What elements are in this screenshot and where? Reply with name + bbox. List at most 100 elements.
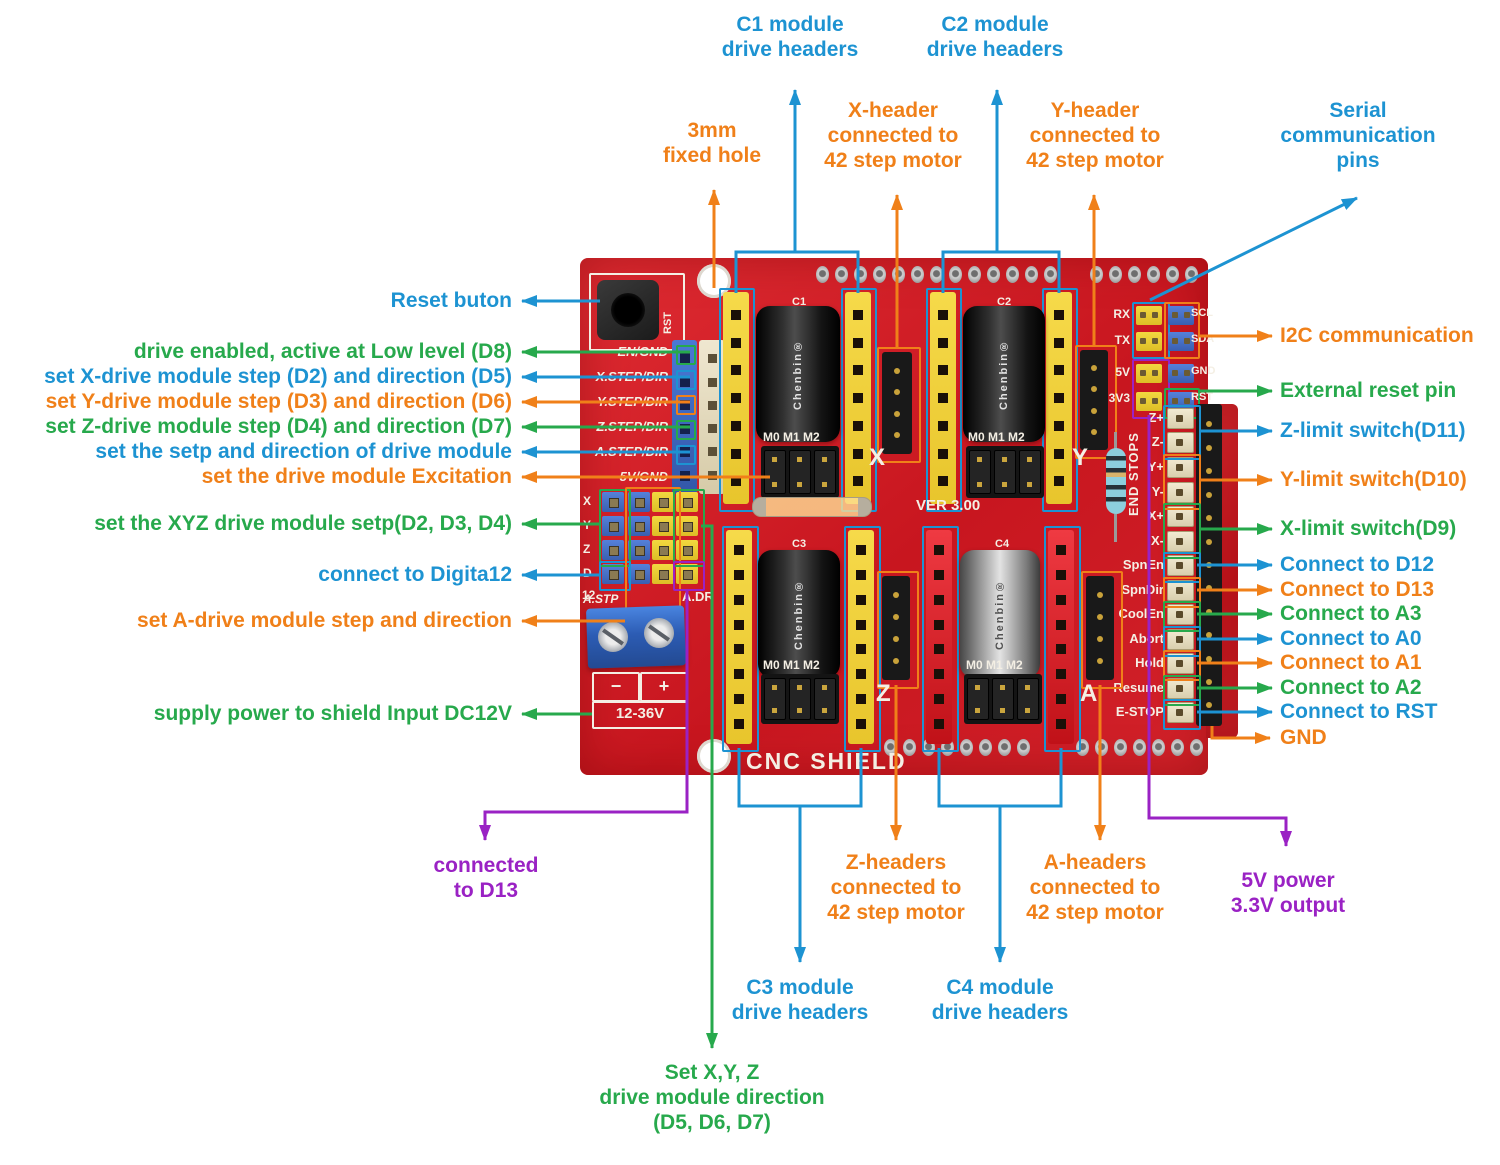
pin [1114,739,1127,756]
pin [853,476,863,487]
pin [934,619,944,630]
silk-row-d: D [583,566,592,580]
control-connector [1167,702,1194,723]
annotation-xyz-direction: Set X,Y, Z drive module direction (D5, D… [599,1061,825,1134]
silk-zplus: Z+ [1148,410,1164,425]
pin [1076,739,1089,756]
jumper [676,492,698,512]
c1-microstep-jumpers [761,446,839,498]
silk-5v-gnd: 5V/GND [619,469,668,484]
pin [856,544,866,555]
pin [934,594,944,605]
pin [734,544,744,555]
pin [911,266,924,283]
pin [734,594,744,605]
silk-title: CNC SHIELD [746,748,907,774]
silk-xminus: X- [1151,533,1164,548]
annotation-c3-module: C3 module drive headers [731,976,869,1024]
stepdir-header-white [699,340,725,494]
annotation-c4-module: C4 module drive headers [931,976,1069,1024]
pin [1054,448,1064,459]
pin [734,644,744,655]
pin [979,739,992,756]
pin [707,377,717,387]
silk-axis-z: Z [876,680,891,707]
pin [968,266,981,283]
pin [893,658,899,664]
resistor-lead-bottom [1114,514,1117,542]
annotation-connect-d12: Connect to D12 [1280,553,1435,576]
c3-right-header [848,530,874,744]
silk-hold: Hold [1135,655,1164,670]
pin [679,400,690,411]
pin [679,447,690,458]
jumper [628,492,650,512]
pin [934,644,944,655]
pin [1017,739,1030,756]
pin [707,424,717,434]
c3-left-header [726,530,752,744]
pin [1056,719,1066,729]
annotation-connect-rst: Connect to RST [1280,700,1438,723]
silk-yplus: Y+ [1147,459,1164,474]
silk-row-y: Y [583,518,592,532]
y-motor-header [1080,350,1108,450]
pin [938,337,948,348]
pin [1206,585,1212,592]
annotation-i2c: I2C communication [1280,324,1474,347]
tx-pin [1136,332,1162,351]
annotation-z-headers: Z-headers connected to 42 step motor [827,851,965,924]
annotation-connect-a0: Connect to A0 [1280,627,1422,650]
silk-estop: E-STOP [1115,704,1164,719]
c3-capacitor: Chenbin® [758,550,840,678]
pin [1206,515,1212,522]
pin [1097,614,1103,620]
c2-capacitor: Chenbin® [963,306,1045,442]
pin [856,669,866,680]
5v-pin [1136,364,1162,383]
pin [1056,644,1066,655]
c1-ref: C1 [792,296,807,308]
c4-m0m1m2-label: M0 M1 M2 [966,658,1023,672]
pin [894,389,900,396]
pin [1054,420,1064,431]
pin [856,594,866,605]
silk-en-gnd: EN/GND [617,344,668,359]
z-motor-header [882,576,910,680]
annotation-excitation: set the drive module Excitation [201,465,512,488]
control-connector [1167,555,1194,576]
c1-capacitor: Chenbin® [756,306,840,442]
pin [1056,594,1066,605]
pin [731,393,741,403]
top-pad-row-right [1090,266,1198,283]
pin [707,447,717,457]
pin [884,739,897,756]
silk-a-stepdir: A.STEP/DIR [595,444,668,459]
a-motor-header [1086,576,1114,680]
silk-rx: RX [1113,307,1130,321]
silk-spnen: SpnEn [1122,557,1164,572]
glass-fuse [752,497,872,517]
silk-z-stepdir: Z.STEP/DIR [596,419,668,434]
pin [734,669,744,680]
jumper [602,492,624,512]
silk-3v3: 3V3 [1108,391,1130,405]
pin [894,367,900,374]
control-connector [1167,678,1194,699]
silk-sda: SDA [1191,333,1215,345]
silk-gnd: GND [1191,365,1216,377]
mounting-hole-bottom [697,739,731,773]
pin [731,337,741,348]
silk-axis-a: A [1080,680,1098,707]
silk-xplus: X+ [1147,508,1164,523]
annotation-5v-power: 5V power 3.3V output [1230,869,1346,917]
endstop-connector [1167,457,1194,478]
pin [949,266,962,283]
c2-microstep-jumpers [966,446,1044,498]
3v3-pin [1136,392,1162,411]
pin [1090,266,1103,283]
jumper [602,516,624,536]
pin [734,569,744,580]
annotation-a-drive: set A-drive module step and direction [137,609,512,632]
